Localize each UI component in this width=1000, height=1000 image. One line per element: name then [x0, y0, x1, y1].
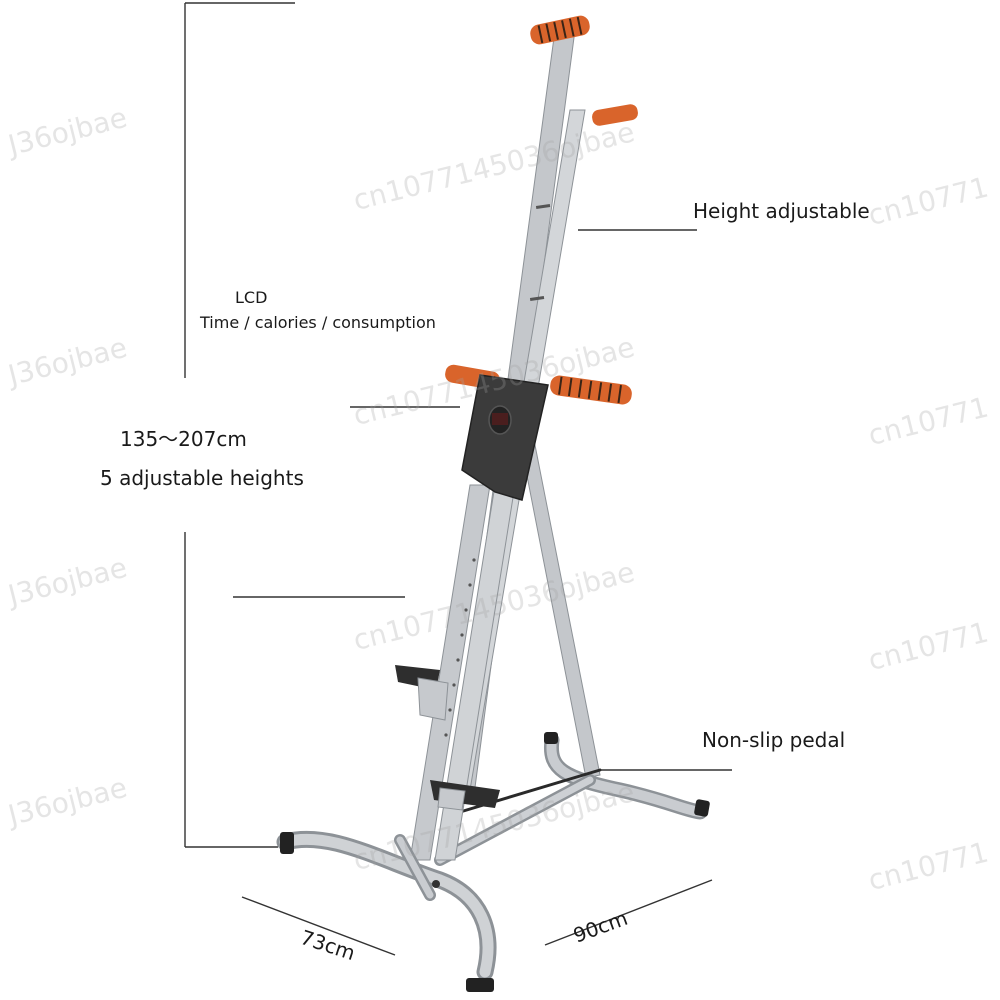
width-dimension: [544, 879, 713, 946]
upper-pedal: [395, 665, 449, 721]
callout-lines: [184, 2, 732, 956]
lcd-detail: Time / calories / consumption: [200, 313, 436, 332]
height-range: 135～207cm: [120, 427, 247, 451]
rear-base: [434, 732, 708, 866]
lcd-console: [461, 374, 549, 501]
rail-holes: [444, 204, 551, 737]
depth-dimension: [241, 896, 396, 956]
height-adjustable-label: Height adjustable: [693, 199, 870, 223]
adjustable-heights-count: 5 adjustable heights: [100, 466, 304, 490]
lcd-title: LCD: [235, 288, 268, 307]
top-handle: [530, 15, 638, 126]
non-slip-pedal-label: Non-slip pedal: [702, 728, 846, 752]
lower-pedal: [430, 780, 500, 811]
front-base: [276, 830, 497, 981]
